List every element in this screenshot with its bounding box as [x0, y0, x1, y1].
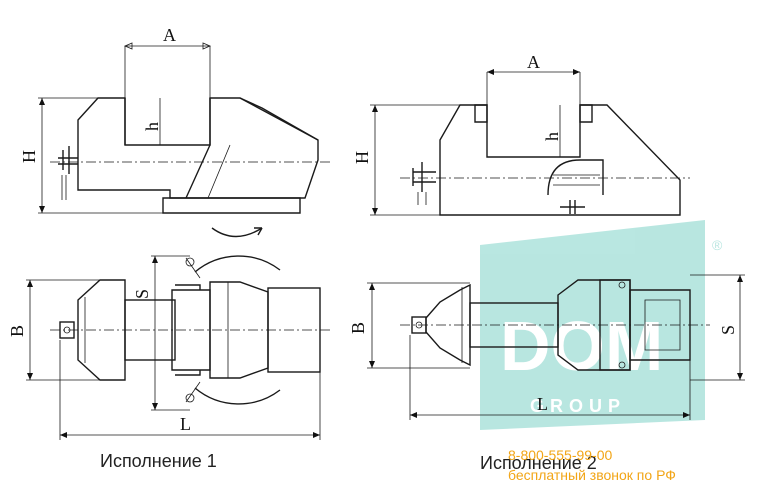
- dim-H-label-v2: H: [352, 151, 372, 164]
- watermark-sub: GROUP: [530, 396, 626, 416]
- watermark-registered: ®: [712, 237, 723, 253]
- dim-L-label-v2: L: [537, 394, 548, 414]
- variant2-side-view: A h H: [352, 52, 690, 216]
- dim-h-label-v2: h: [542, 132, 562, 141]
- watermark: DOM GROUP ®: [480, 220, 723, 430]
- variant1-side-view: A h H: [19, 25, 330, 238]
- watermark-tagline: бесплатный звонок по РФ: [508, 467, 676, 483]
- watermark-phone: 8-800-555-99-00: [508, 447, 613, 463]
- dim-B-label-v2: B: [348, 322, 368, 334]
- dim-h-label-v1: h: [142, 122, 162, 131]
- dim-S-label-v1: S: [132, 289, 152, 299]
- dim-a-label-v1: A: [163, 25, 176, 45]
- watermark-logo: DOM: [500, 307, 663, 385]
- caption-variant2: Исполнение 2: [480, 453, 597, 473]
- dim-S-label-v2: S: [718, 325, 738, 335]
- dim-L-label-v1: L: [180, 414, 191, 434]
- dim-H-label-v1: H: [19, 150, 39, 163]
- variant1-top-view: B S L: [7, 255, 330, 440]
- variant2-top-view: B S L: [348, 274, 745, 420]
- dim-a-label-v2: A: [527, 52, 540, 72]
- dim-B-label-v1: B: [7, 325, 27, 337]
- caption-variant1: Исполнение 1: [100, 451, 217, 471]
